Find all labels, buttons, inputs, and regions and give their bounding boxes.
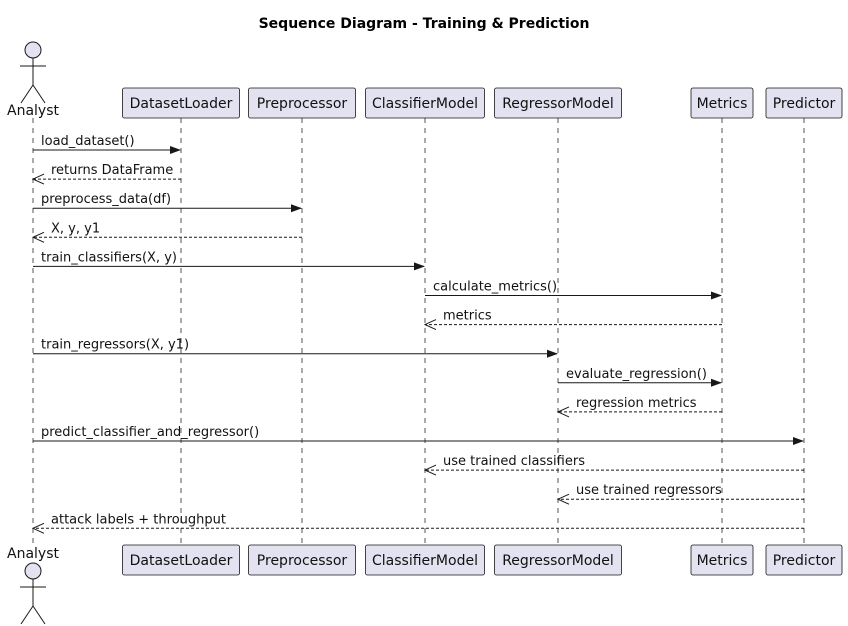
message-arrowhead [423, 319, 437, 331]
bottom-pre-label: Preprocessor [257, 553, 348, 569]
diagram-title: Sequence Diagram - Training & Prediction [259, 16, 590, 32]
message-1: load_dataset() [33, 134, 181, 154]
message-6: calculate_metrics() [425, 280, 722, 300]
message-arrowhead [31, 173, 45, 185]
message-2: returns DataFrame [31, 163, 181, 185]
message-5: train_classifiers(X, y) [33, 250, 425, 271]
bottom-pred-label: Predictor [773, 553, 836, 569]
message-arrowhead [711, 378, 722, 387]
message-label: X, y, y1 [51, 221, 100, 236]
message-arrowhead [31, 522, 45, 534]
message-arrowhead [291, 204, 302, 213]
bottom-clf-box [365, 544, 485, 576]
bottom-met-label: Metrics [697, 553, 748, 569]
message-label: attack labels + throughput [51, 512, 226, 527]
message-arrowhead [31, 231, 45, 243]
message-9: evaluate_regression() [558, 367, 722, 387]
actor-head [24, 562, 42, 580]
message-arrowhead [414, 262, 425, 271]
message-11: predict_classifier_and_regressor() [33, 425, 804, 445]
message-label: preprocess_data(df) [41, 192, 171, 207]
top-loader-box [122, 87, 240, 119]
actor-leg-right [32, 84, 46, 104]
message-arrowhead [423, 464, 437, 476]
message-3: preprocess_data(df) [33, 192, 302, 213]
bottom-clf-label: ClassifierModel [372, 553, 478, 569]
top-pre-box [248, 87, 356, 119]
message-label: returns DataFrame [51, 163, 173, 178]
bottom-reg-box [494, 544, 622, 576]
actor-head [24, 41, 42, 59]
message-13: use trained regressors [556, 483, 804, 505]
bottom-loader-label: DatasetLoader [130, 553, 233, 569]
actor-leg-right [32, 605, 46, 625]
top-pred-label: Predictor [773, 96, 836, 112]
message-arrowhead [170, 146, 181, 154]
message-label: regression metrics [576, 396, 697, 411]
bottom-pred-box [765, 544, 843, 576]
message-label: train_regressors(X, y1) [41, 338, 189, 353]
message-label: use trained classifiers [443, 454, 585, 469]
message-7: metrics [423, 309, 722, 331]
top-pre-label: Preprocessor [257, 96, 348, 112]
actor-label: Analyst [7, 546, 59, 562]
message-arrowhead [793, 437, 804, 445]
message-label: predict_classifier_and_regressor() [41, 425, 259, 440]
message-arrowhead [556, 493, 570, 505]
message-8: train_regressors(X, y1) [33, 338, 558, 358]
message-label: evaluate_regression() [566, 367, 707, 382]
message-4: X, y, y1 [31, 221, 302, 243]
message-arrowhead [556, 406, 570, 418]
message-12: use trained classifiers [423, 454, 804, 476]
message-10: regression metrics [556, 396, 722, 418]
top-pred-box [765, 87, 843, 119]
bottom-reg-label: RegressorModel [502, 553, 614, 569]
top-reg-label: RegressorModel [502, 96, 614, 112]
message-arrowhead [711, 291, 722, 300]
actor-leg-left [20, 605, 34, 625]
message-label: calculate_metrics() [433, 280, 557, 295]
top-met-label: Metrics [697, 96, 748, 112]
message-label: load_dataset() [41, 134, 135, 149]
bottom-met-box [690, 544, 754, 576]
actor-label: Analyst [7, 103, 59, 119]
message-label: use trained regressors [576, 483, 722, 498]
message-label: train_classifiers(X, y) [41, 250, 177, 265]
bottom-loader-box [122, 544, 240, 576]
message-label: metrics [443, 309, 492, 324]
bottom-pre-box [248, 544, 356, 576]
actor-leg-left [20, 84, 34, 104]
top-loader-label: DatasetLoader [130, 96, 233, 112]
top-reg-box [494, 87, 622, 119]
top-clf-label: ClassifierModel [372, 96, 478, 112]
message-14: attack labels + throughput [31, 512, 804, 534]
message-arrowhead [547, 349, 558, 358]
top-met-box [690, 87, 754, 119]
top-clf-box [365, 87, 485, 119]
